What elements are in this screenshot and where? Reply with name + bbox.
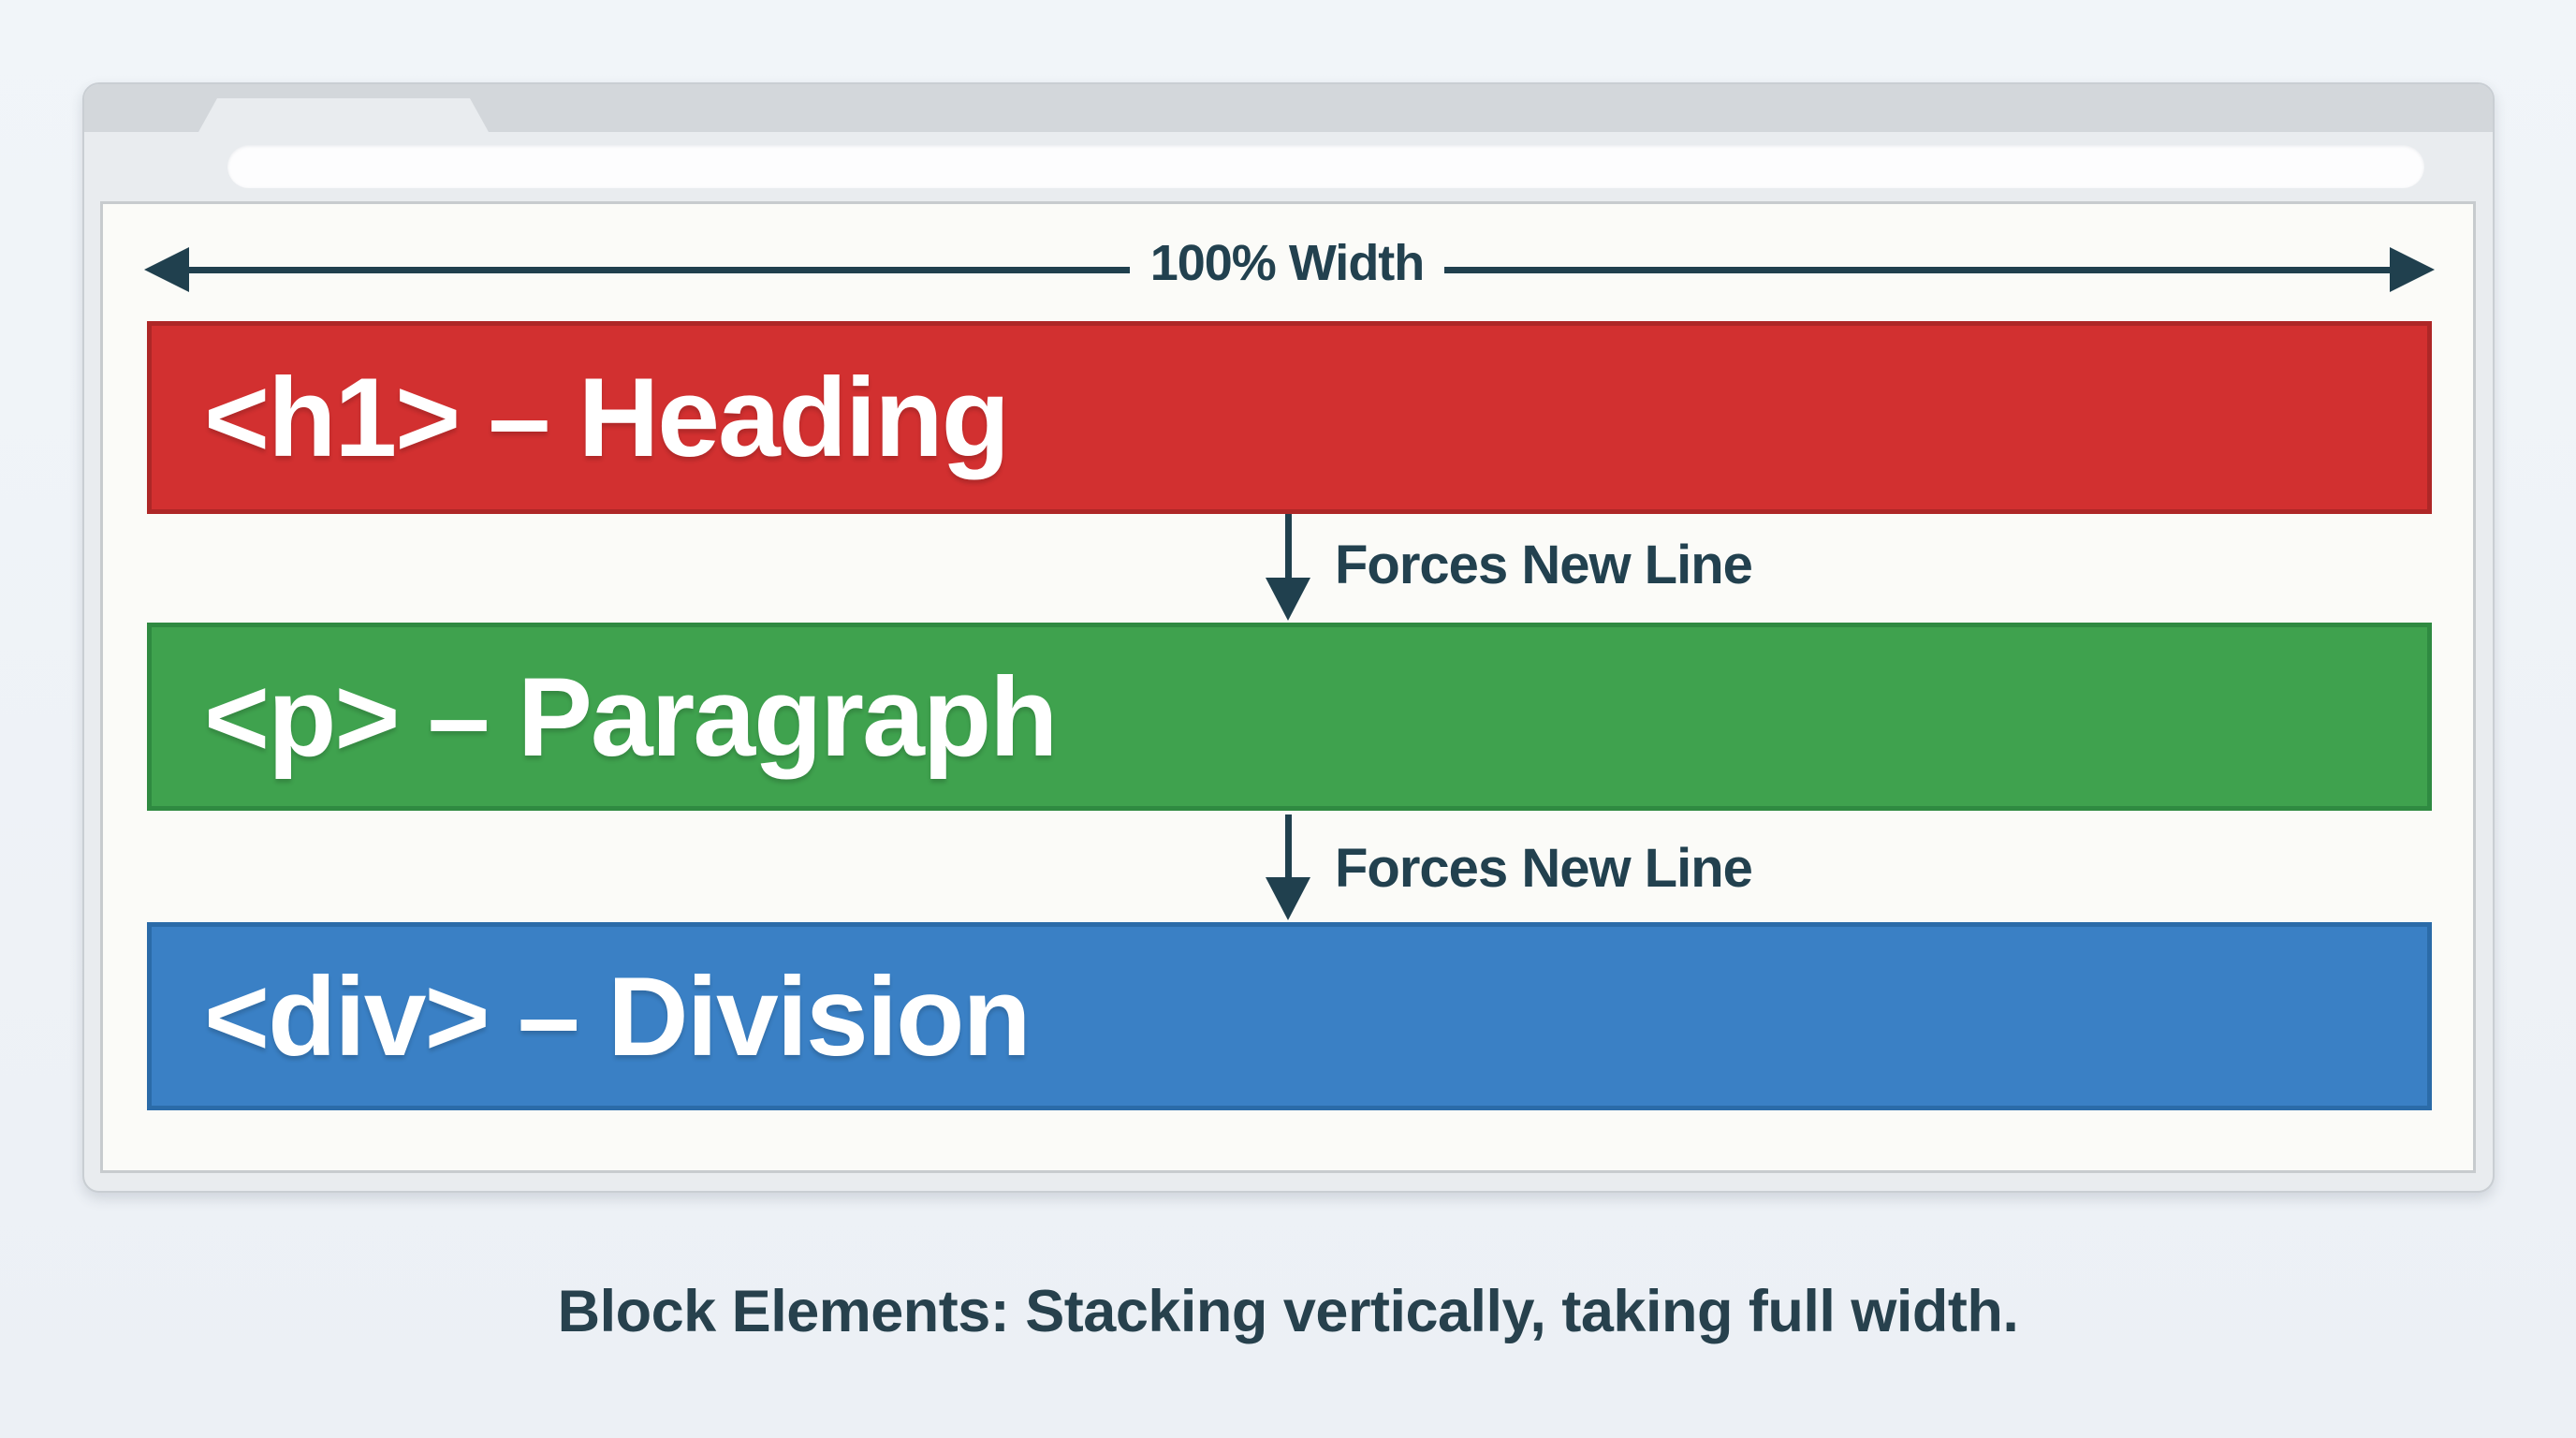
forces-new-line-label: Forces New Line: [1335, 535, 1753, 595]
block-bar-p: <p> – Paragraph: [147, 623, 2432, 811]
width-label: 100% Width: [1149, 235, 1426, 291]
block-bar-div: <div> – Division: [147, 922, 2432, 1110]
browser-viewport: 100% Width <h1> – Heading Forces New Lin…: [100, 201, 2476, 1173]
block-bar-h1: <h1> – Heading: [147, 321, 2432, 514]
browser-tab: [198, 98, 489, 132]
arrowhead-right-icon: [2390, 247, 2435, 292]
arrow-shaft: [1444, 267, 2390, 273]
address-bar: [227, 145, 2424, 188]
forces-new-line-label: Forces New Line: [1335, 838, 1753, 899]
browser-tab-strip: [84, 84, 2493, 132]
down-arrow-shaft: [1285, 814, 1292, 880]
arrow-shaft: [187, 267, 1130, 273]
block-bar-h1-label: <h1> – Heading: [204, 355, 1010, 480]
arrowhead-left-icon: [144, 247, 189, 292]
down-arrow-shaft: [1285, 514, 1292, 580]
block-bar-div-label: <div> – Division: [204, 953, 1032, 1079]
down-arrowhead-icon: [1266, 877, 1310, 920]
caption: Block Elements: Stacking vertically, tak…: [557, 1279, 2019, 1344]
browser-window-mockup: 100% Width <h1> – Heading Forces New Lin…: [82, 82, 2495, 1193]
block-bar-p-label: <p> – Paragraph: [204, 653, 1058, 780]
down-arrowhead-icon: [1266, 578, 1310, 621]
